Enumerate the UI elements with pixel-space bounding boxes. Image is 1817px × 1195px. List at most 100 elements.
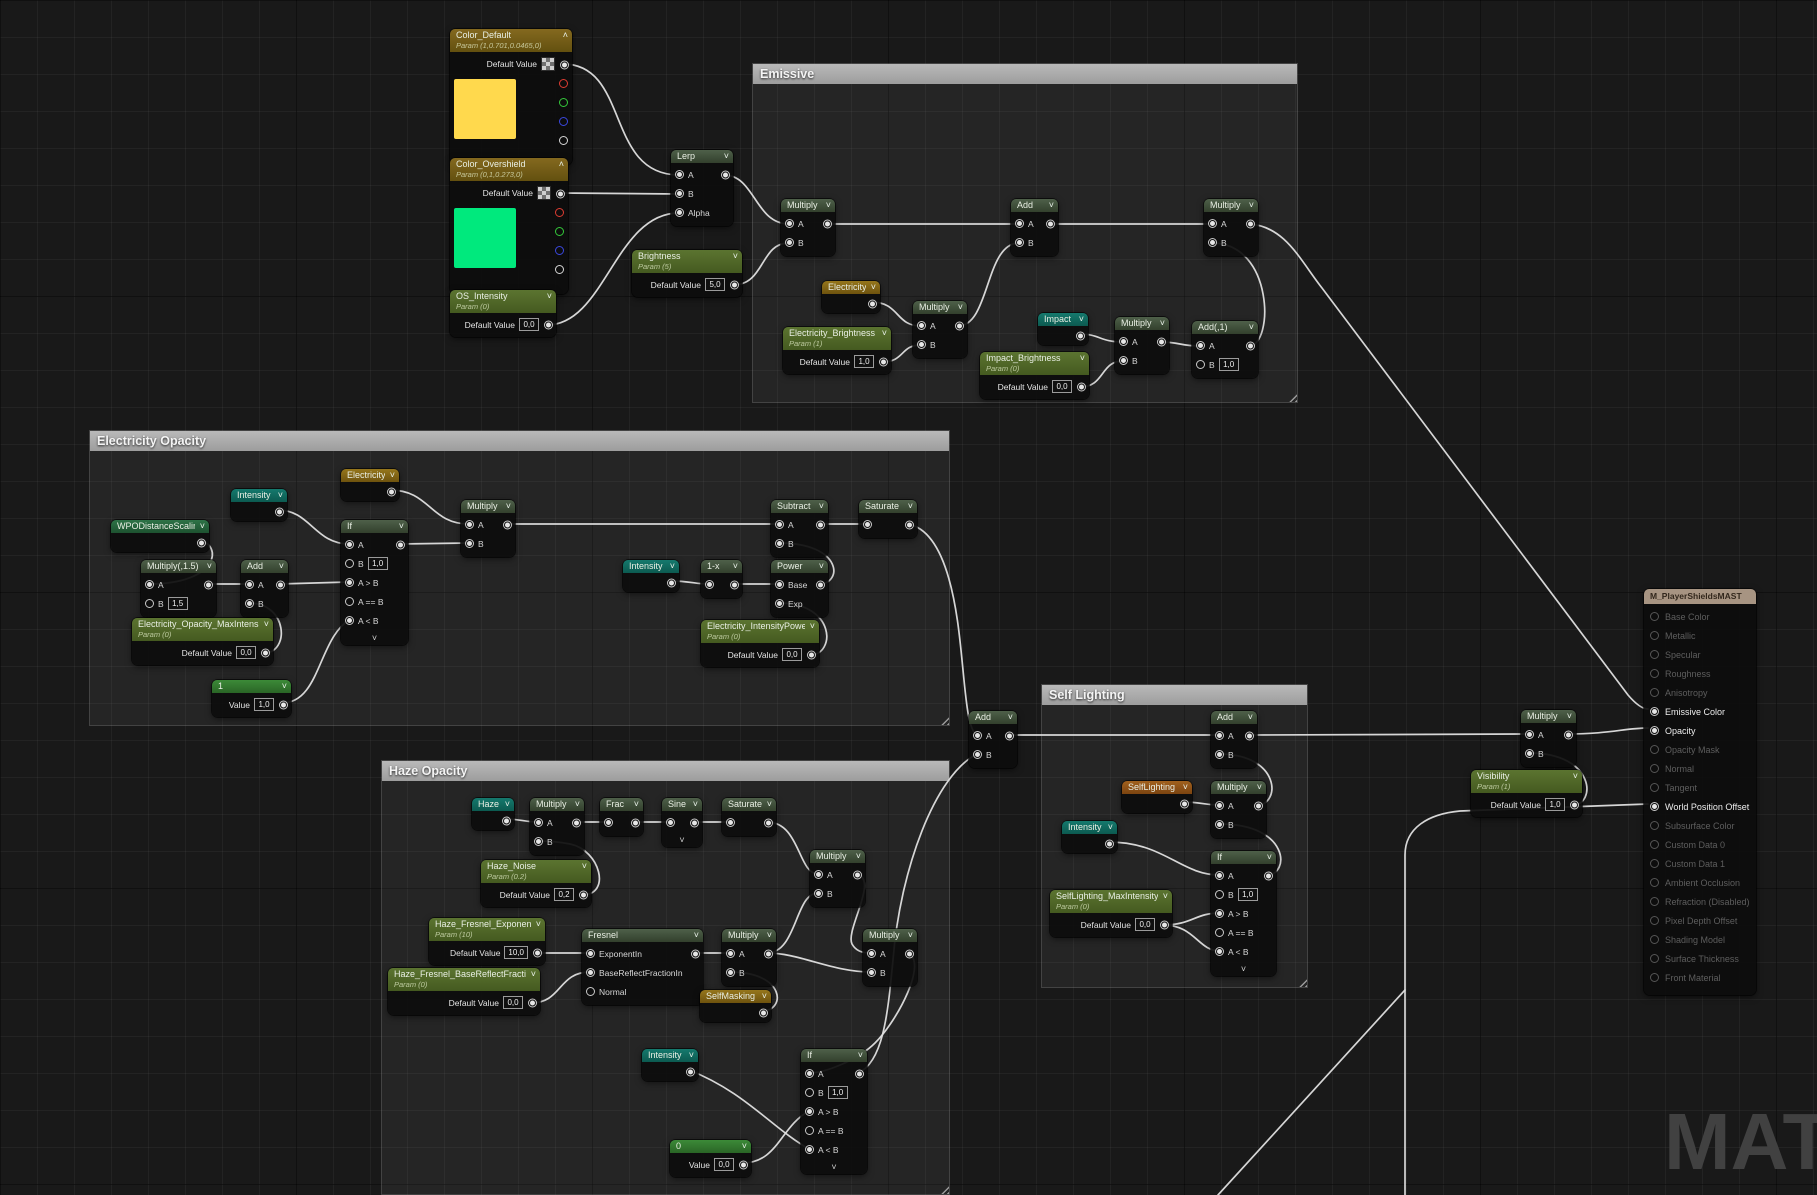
- input-pin-a-b[interactable]: [1215, 909, 1224, 918]
- chevron-down-icon[interactable]: ˅: [669, 561, 675, 571]
- chevron-down-icon[interactable]: ˅: [692, 799, 698, 809]
- input-pin-exponentin[interactable]: [586, 949, 595, 958]
- input-pin-a-b[interactable]: [345, 616, 354, 625]
- wire[interactable]: [389, 489, 470, 525]
- chevron-down-icon[interactable]: ˅: [535, 919, 541, 929]
- input-pin-a[interactable]: [814, 870, 823, 879]
- input-pin-b[interactable]: [775, 539, 784, 548]
- input-pin-a[interactable]: [726, 949, 735, 958]
- blue-output-pin[interactable]: [559, 117, 568, 126]
- input-pin-a-b[interactable]: [805, 1145, 814, 1154]
- default-value-box[interactable]: 1,0: [854, 355, 874, 368]
- input-pin-alpha[interactable]: [675, 208, 684, 217]
- alpha-output-pin[interactable]: [555, 265, 564, 274]
- input-pin-b[interactable]: [1015, 238, 1024, 247]
- output-pin[interactable]: [204, 580, 213, 589]
- wire[interactable]: [957, 242, 1020, 327]
- chevron-down-icon[interactable]: ˅: [206, 561, 212, 571]
- material-pin-row[interactable]: World Position Offset: [1644, 797, 1756, 816]
- alpha-output-pin[interactable]: [559, 136, 568, 145]
- chevron-down-icon[interactable]: ˅: [732, 561, 738, 571]
- input-pin-base-color[interactable]: [1650, 612, 1659, 621]
- input-pin-in[interactable]: [666, 818, 675, 827]
- chevron-down-icon[interactable]: ˅: [723, 151, 729, 161]
- input-pin-b[interactable]: [726, 968, 735, 977]
- input-pin-refraction-disabled[interactable]: [1650, 897, 1659, 906]
- node-sine[interactable]: Sine˅˅: [662, 798, 702, 847]
- node-material-result[interactable]: M_PlayerShieldsMASTERBase ColorMetallicS…: [1644, 589, 1756, 995]
- input-pin-ambient-occlusion[interactable]: [1650, 878, 1659, 887]
- comment-title[interactable]: Electricity Opacity: [90, 431, 949, 451]
- output-pin[interactable]: [579, 890, 588, 900]
- value-box[interactable]: 1,0: [827, 1086, 848, 1099]
- input-pin-a-b[interactable]: [1215, 928, 1224, 937]
- input-pin-b[interactable]: [534, 837, 543, 846]
- input-pin-anisotropy[interactable]: [1650, 688, 1659, 697]
- chevron-down-icon[interactable]: ˅: [1007, 712, 1013, 722]
- red-output-pin[interactable]: [559, 79, 568, 88]
- output-pin[interactable]: [279, 700, 288, 710]
- chevron-down-icon[interactable]: ˅: [761, 991, 767, 1001]
- chevron-down-icon[interactable]: ˅: [809, 621, 815, 631]
- output-pin[interactable]: [1246, 341, 1255, 350]
- wire[interactable]: [281, 619, 350, 704]
- input-pin-a[interactable]: [1215, 801, 1224, 810]
- input-pin-base[interactable]: [775, 580, 784, 589]
- output-pin[interactable]: [275, 507, 284, 516]
- resize-handle[interactable]: [1286, 391, 1297, 402]
- output-pin[interactable]: [1076, 331, 1085, 340]
- wire[interactable]: [766, 952, 872, 973]
- input-pin-a-b[interactable]: [345, 597, 354, 606]
- default-value-box[interactable]: 10,0: [504, 946, 528, 959]
- input-pin-a-b[interactable]: [805, 1126, 814, 1135]
- output-pin[interactable]: [667, 578, 676, 587]
- default-value-box[interactable]: 1,0: [1545, 798, 1565, 811]
- node-impact-switch[interactable]: Impact˅: [1038, 313, 1088, 345]
- output-pin[interactable]: [1254, 801, 1263, 810]
- input-pin-b[interactable]: [1196, 360, 1205, 369]
- input-pin-in[interactable]: [726, 818, 735, 827]
- input-pin-normal[interactable]: [586, 987, 595, 996]
- output-pin[interactable]: [502, 816, 511, 825]
- node-one-minus-x[interactable]: 1-x˅: [701, 560, 742, 598]
- chevron-down-icon[interactable]: ˅: [907, 501, 913, 511]
- wire[interactable]: [562, 63, 680, 176]
- output-pin[interactable]: [1046, 219, 1055, 228]
- output-pin[interactable]: [1570, 800, 1579, 810]
- input-pin-b[interactable]: [1215, 890, 1224, 899]
- value-box[interactable]: 1,5: [167, 597, 188, 610]
- chevron-down-icon[interactable]: ˅: [693, 930, 699, 940]
- output-pin[interactable]: [823, 219, 832, 228]
- input-pin-subsurface-color[interactable]: [1650, 821, 1659, 830]
- output-pin[interactable]: [1180, 799, 1189, 808]
- chevron-down-icon[interactable]: ˅: [633, 799, 639, 809]
- input-pin-opacity-mask[interactable]: [1650, 745, 1659, 754]
- chevron-down-icon[interactable]: ˅: [1159, 318, 1165, 328]
- output-pin[interactable]: [556, 189, 565, 198]
- material-pin-row[interactable]: Opacity: [1644, 721, 1756, 740]
- default-value-box[interactable]: 5,0: [705, 278, 725, 291]
- node-intensity-ho[interactable]: Intensity˅: [642, 1049, 698, 1081]
- chevron-down-icon[interactable]: ˅: [818, 561, 824, 571]
- input-pin-a[interactable]: [973, 731, 982, 740]
- input-pin-a-b[interactable]: [805, 1107, 814, 1116]
- output-pin[interactable]: [816, 520, 825, 529]
- resize-handle[interactable]: [938, 714, 949, 725]
- input-pin-b[interactable]: [675, 189, 684, 198]
- chevron-down-icon[interactable]: ˅: [278, 561, 284, 571]
- value-box[interactable]: 1,0: [1237, 888, 1258, 901]
- output-pin[interactable]: [905, 949, 914, 958]
- chevron-down-icon[interactable]: ˅: [1256, 782, 1262, 792]
- node-selflighting[interactable]: SelfLighting˅: [1122, 781, 1192, 813]
